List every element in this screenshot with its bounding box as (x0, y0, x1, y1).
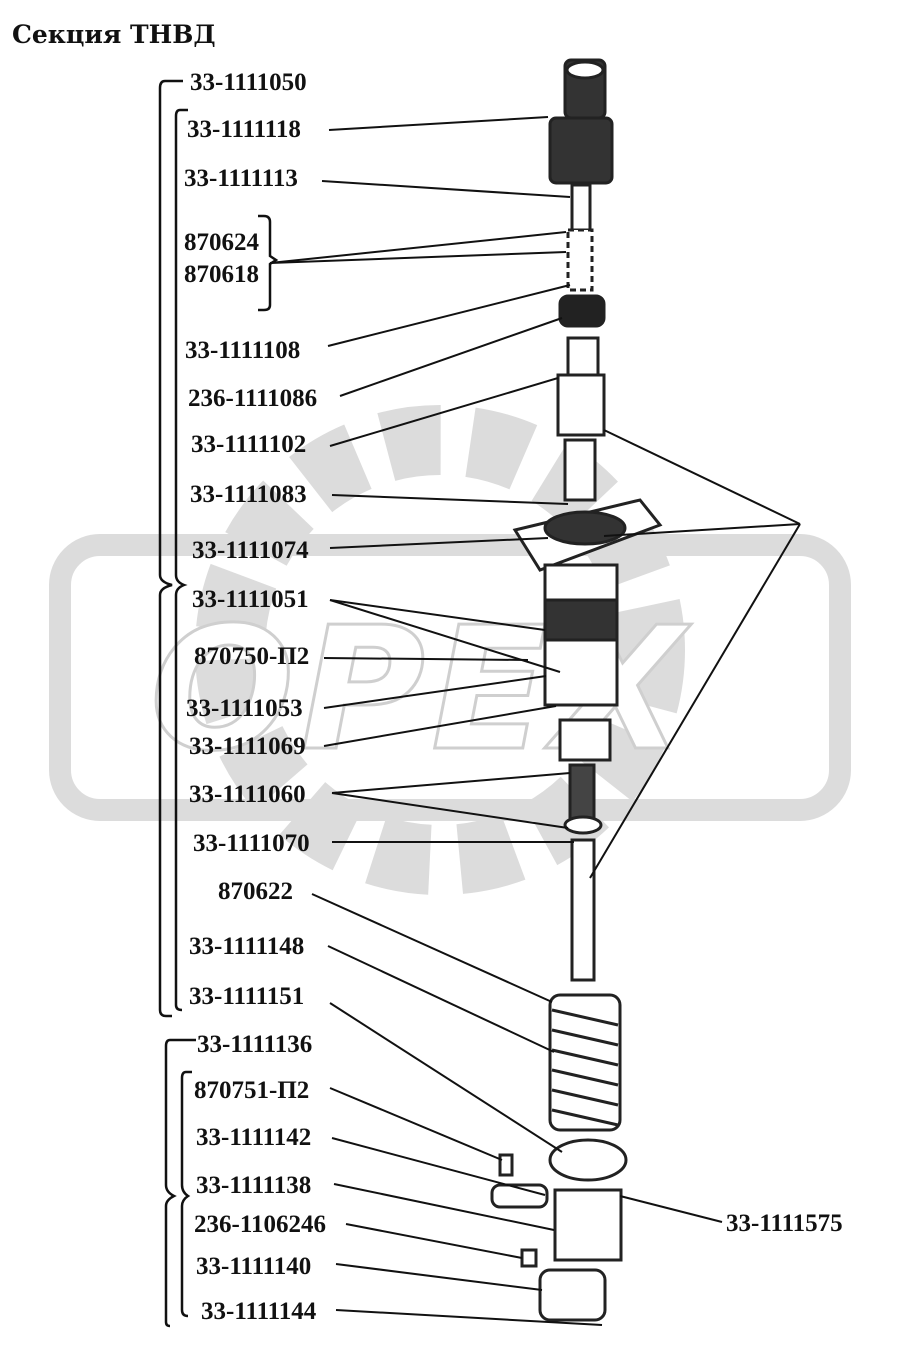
label-33-1111575: 33-1111575 (726, 1210, 843, 1237)
label-33-1111142: 33-1111142 (196, 1124, 311, 1151)
ring (563, 815, 603, 835)
label-33-1111151: 33-1111151 (189, 983, 304, 1010)
roller-axle (490, 1183, 549, 1209)
label-33-1111070: 33-1111070 (193, 830, 310, 857)
group-brackets (158, 79, 279, 1328)
bracket-870751 (180, 1070, 192, 1318)
label-33-1111060: 33-1111060 (189, 781, 306, 808)
roller (538, 1268, 607, 1322)
label-33-1111148: 33-1111148 (189, 933, 304, 960)
sleeve (558, 718, 612, 762)
label-236-1106246: 236-1106246 (194, 1211, 326, 1238)
bracket-33-1111118 (174, 108, 188, 1012)
label-870618: 870618 (184, 261, 259, 288)
valve (556, 373, 606, 437)
label-870750-P2: 870750-П2 (194, 643, 309, 670)
spring-small (566, 228, 594, 292)
valve-holder (548, 116, 614, 185)
label-870622: 870622 (218, 878, 293, 905)
label-236-1111086: 236-1111086 (188, 385, 317, 412)
label-33-1111050: 33-1111050 (190, 69, 307, 96)
pump-section-parts (490, 58, 663, 1322)
label-870624: 870624 (184, 229, 260, 256)
plunger (568, 763, 596, 822)
label-33-1111083: 33-1111083 (190, 481, 307, 508)
label-33-1111144: 33-1111144 (201, 1298, 317, 1325)
label-33-1111074: 33-1111074 (192, 537, 309, 564)
label-33-1111136: 33-1111136 (197, 1031, 312, 1058)
label-33-1111102: 33-1111102 (191, 431, 306, 458)
label-33-1111069: 33-1111069 (189, 733, 306, 760)
bracket-870624 (258, 214, 279, 312)
part-number-labels: 33-1111050 33-1111118 33-1111113 870624 … (184, 69, 843, 1325)
pin (498, 1153, 514, 1177)
spring-plate (548, 1138, 628, 1182)
leader-lines (269, 116, 801, 1326)
diagram-title: Секция ТНВД (12, 20, 216, 49)
label-33-1111051: 33-1111051 (192, 586, 309, 613)
bracket-33-1111050 (158, 79, 183, 1018)
bushing (520, 1248, 538, 1268)
label-33-1111118: 33-1111118 (187, 116, 301, 143)
washer (558, 294, 606, 328)
bracket-33-1111136 (164, 1038, 196, 1328)
tappet (553, 1188, 623, 1262)
label-33-1111113: 33-1111113 (184, 165, 298, 192)
label-870751-P2: 870751-П2 (194, 1077, 309, 1104)
label-33-1111140: 33-1111140 (196, 1253, 311, 1280)
label-33-1111053: 33-1111053 (186, 695, 303, 722)
label-33-1111138: 33-1111138 (196, 1172, 311, 1199)
spring-large (548, 993, 622, 1132)
label-33-1111108: 33-1111108 (185, 337, 300, 364)
